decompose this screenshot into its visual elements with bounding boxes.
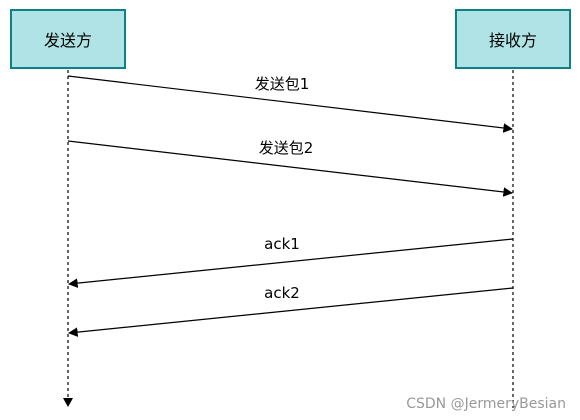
message-arrow-3: [68, 238, 514, 288]
message-arrow-1: [67, 75, 513, 133]
message-arrow-2: [67, 140, 513, 197]
message-label-4: ack2: [264, 284, 300, 302]
watermark: CSDN @JermeryBesian: [406, 396, 566, 412]
message-label-1: 发送包1: [254, 75, 310, 93]
participant-receiver: 接收方: [455, 9, 571, 69]
message-label-2: 发送包2: [258, 139, 314, 157]
participant-sender: 发送方: [10, 9, 126, 69]
lifeline-end-arrow: [63, 398, 73, 407]
message-label-3: ack1: [264, 235, 300, 253]
message-arrow-4: [68, 287, 514, 337]
